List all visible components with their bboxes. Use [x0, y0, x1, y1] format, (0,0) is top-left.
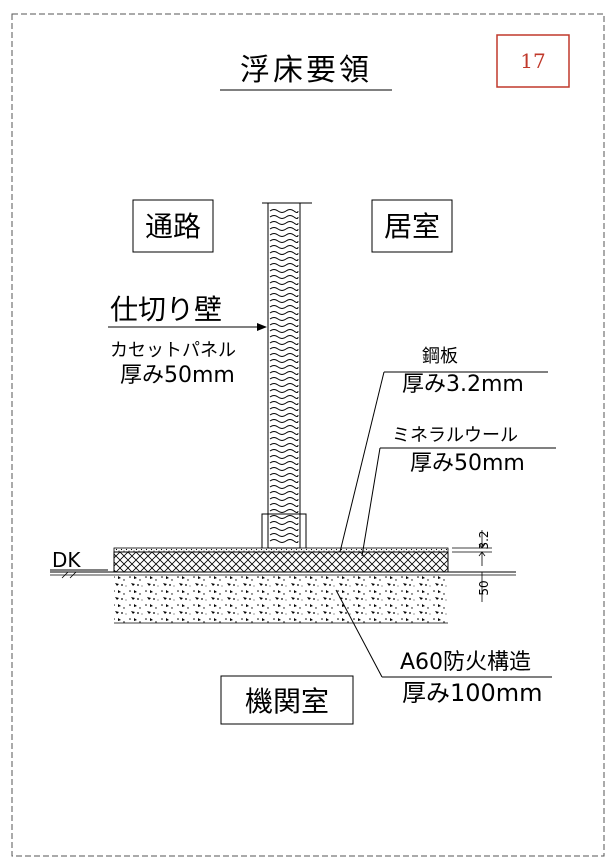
engine-room-box	[220, 675, 354, 725]
page-number: 17	[520, 49, 545, 73]
fire-structure-spec: 厚み100mm	[402, 679, 543, 707]
plate-dimension: 3.2	[477, 530, 491, 549]
corridor-label: 通路	[145, 210, 201, 243]
fire-insulation-layer	[114, 575, 448, 623]
living-room-box	[371, 199, 453, 253]
partition-wall	[261, 202, 312, 549]
mineral-wool-spec: 厚み50mm	[410, 451, 525, 476]
diagram-title: 浮床要領	[240, 53, 372, 88]
steel-plate-layer	[113, 547, 449, 553]
page-border	[11, 13, 605, 857]
page-number-box	[496, 34, 570, 88]
living-room-label: 居室	[384, 210, 440, 243]
fire-structure-label: A60防火構造	[400, 650, 531, 675]
dimension-marks: 3.2 50	[452, 530, 492, 602]
steel-plate-spec: 厚み3.2mm	[402, 372, 524, 397]
partition-spec-line2: 厚み50mm	[120, 363, 235, 388]
deck-label: DK	[52, 548, 81, 572]
wool-dimension: 50	[477, 580, 491, 595]
mineral-wool-label: ミネラルウール	[392, 425, 518, 446]
partition-label: 仕切り壁	[110, 293, 222, 326]
floor-layers	[50, 547, 516, 624]
engine-room-label: 機関室	[245, 685, 329, 718]
partition-spec-line1: カセットパネル	[110, 340, 236, 361]
mineral-wool-layer	[113, 551, 449, 573]
steel-plate-label: 鋼板	[422, 346, 458, 367]
corridor-box	[132, 199, 214, 253]
